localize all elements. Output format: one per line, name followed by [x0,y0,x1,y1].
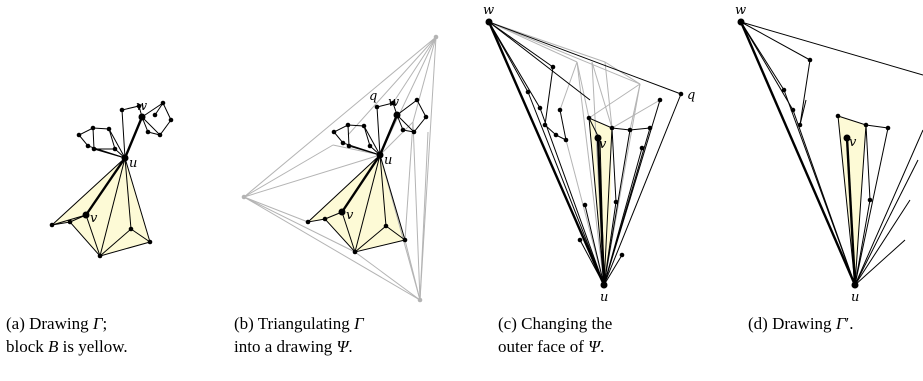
caption-symbol: Γ [92,314,103,333]
label-v: v [599,137,607,152]
block-b-region [52,158,150,256]
caption-b: (b) Triangulating Γ into a drawing Ψ. [234,312,444,358]
thick-edges [341,114,399,213]
panel-b: q w u v [241,34,439,303]
caption-text: . [348,337,353,356]
panel-c: w q v u [483,3,695,305]
thick-edges [739,21,857,286]
caption-text: (a) Drawing [6,314,93,333]
label-w: w [735,3,746,18]
caption-c: (c) Changing the outer face of Ψ. [498,312,678,358]
graph-edges [740,21,923,286]
caption-text: (c) Changing the [498,314,613,333]
figure: w u v [49,3,923,305]
caption-text: ′. [845,314,854,333]
caption-line-1: (b) Triangulating Γ [234,312,444,335]
caption-line-2: outer face of Ψ. [498,335,678,358]
graph-vertices [305,97,429,255]
graph-vertices [49,100,174,259]
caption-text: ; [102,314,108,333]
thick-edges [85,116,144,216]
label-u: u [851,290,859,305]
caption-symbol: Γ [353,314,364,333]
caption-symbol: Ψ [336,337,349,356]
caption-line-1: (c) Changing the [498,312,678,335]
caption-line-1: (d) Drawing Γ′. [748,312,918,335]
panel-d: w v u [735,3,923,305]
label-w: w [483,3,494,18]
triangulation-edges [488,21,661,286]
label-v: v [90,211,98,226]
label-u: u [600,290,608,305]
caption-text: block [6,337,49,356]
caption-a: (a) Drawing Γ; block B is yellow. [6,312,211,358]
caption-text: (d) Drawing [748,314,836,333]
caption-text: outer face of [498,337,589,356]
caption-text: . [600,337,605,356]
label-w: w [388,95,399,110]
caption-d: (d) Drawing Γ′. [748,312,918,335]
label-v: v [346,208,354,223]
label-u: u [129,156,137,171]
caption-symbol: B [48,337,59,356]
graph-edges [50,102,172,257]
graph-vertices [737,18,891,289]
label-v: v [849,135,857,150]
triangulation-edges [243,35,437,301]
caption-text: (b) Triangulating [234,314,354,333]
label-w: w [136,99,147,114]
graph-vertices [485,18,684,289]
panel-a: w u v [49,99,174,259]
graph-edges [488,21,682,286]
caption-text: is yellow. [58,337,128,356]
block-region [308,155,405,252]
caption-text: into a drawing [234,337,337,356]
aux-vertices [241,34,439,303]
caption-line-2: into a drawing Ψ. [234,335,444,358]
thick-edges [487,21,606,286]
caption-line-1: (a) Drawing Γ; [6,312,211,335]
label-q: q [687,88,695,103]
caption-symbol: Γ [835,314,846,333]
label-u: u [384,153,392,168]
block-region [838,116,866,285]
caption-line-2: block B is yellow. [6,335,211,358]
label-q: q [369,89,377,104]
caption-symbol: Ψ [588,337,601,356]
